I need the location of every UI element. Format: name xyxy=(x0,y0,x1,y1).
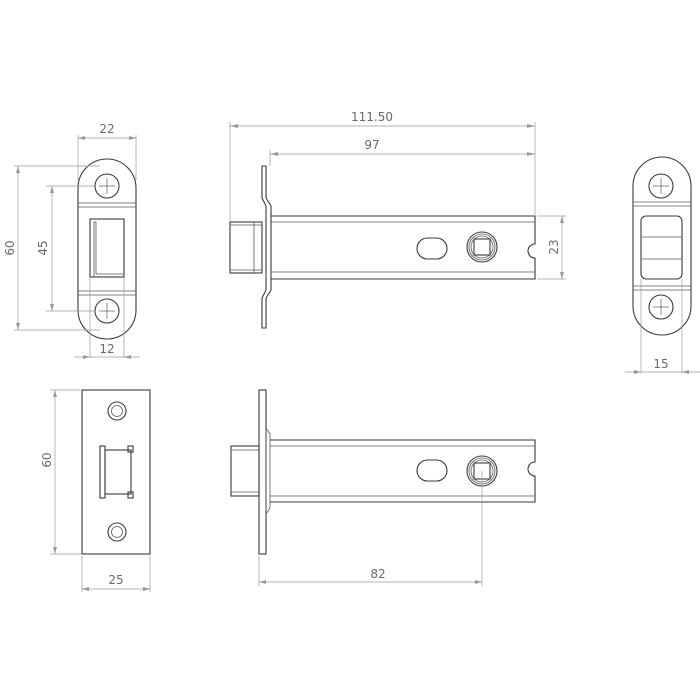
forend-square-front-view: 60 25 xyxy=(40,389,151,592)
dim-height-60: 60 xyxy=(3,165,100,331)
dim-case-height-23: 23 xyxy=(537,215,566,280)
dim-label: 23 xyxy=(547,239,561,254)
dim-length-97: 97 xyxy=(269,138,535,166)
dim-width-22: 22 xyxy=(77,122,137,180)
dim-label: 82 xyxy=(370,567,385,581)
dim-backset-82: 82 xyxy=(258,471,483,586)
dim-label: 97 xyxy=(364,138,379,152)
dim-label: 15 xyxy=(653,357,668,371)
dim-label: 25 xyxy=(108,573,123,587)
dim-bolt-width-12: 12 xyxy=(74,277,140,359)
dim-label: 60 xyxy=(40,452,54,467)
dim-label: 22 xyxy=(99,122,114,136)
dim-height-60-square: 60 xyxy=(40,389,82,555)
dim-label: 45 xyxy=(36,240,50,255)
dim-width-25: 25 xyxy=(81,556,151,592)
dim-label: 60 xyxy=(3,240,17,255)
dim-hole-centres-45: 45 xyxy=(36,185,95,312)
strike-plate-front-view: 15 xyxy=(625,156,700,374)
forend-radius-front-view: 22 60 45 12 xyxy=(3,122,140,359)
latch-side-view-top: 111.50 97 23 xyxy=(229,110,566,329)
dim-label: 12 xyxy=(99,342,114,356)
dim-overall-length-111-50: 111.50 xyxy=(229,110,536,222)
latch-side-view-bottom: 82 xyxy=(230,389,536,586)
dim-opening-15: 15 xyxy=(625,279,700,374)
dim-label: 111.50 xyxy=(351,110,393,124)
